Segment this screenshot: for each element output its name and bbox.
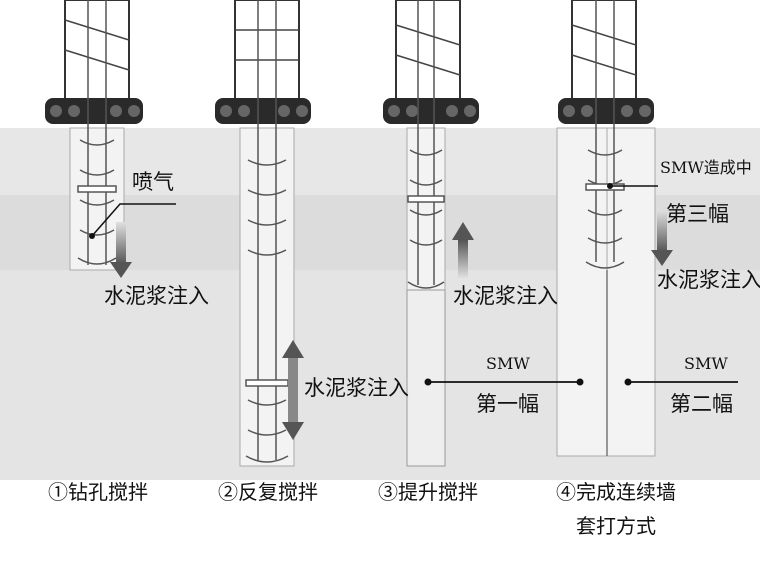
column-2 [239,127,295,467]
drill-rig-icon [215,0,311,124]
spray-leader-line [91,203,176,237]
column-3-lower [406,289,446,467]
step-1-caption: ①钻孔搅拌 [48,480,148,504]
slurry-label-4: 水泥浆注入 [657,268,760,292]
step-2-caption: ②反复搅拌 [218,480,318,504]
auger-icon [407,0,445,289]
second-panel-label: 第二幅 [670,392,733,416]
double-arrow-icon [282,340,304,440]
third-panel-label: 第三幅 [666,202,729,226]
auger-icon [585,0,625,269]
up-arrow-icon [452,222,474,278]
drill-rig-icon [45,0,143,124]
down-arrow-icon [110,222,132,278]
down-arrow-icon [651,210,673,266]
column-1 [69,127,125,271]
drill-rig-icon [558,0,654,124]
smw-label-1: SMW [486,354,530,373]
slurry-label-3: 水泥浆注入 [453,284,558,308]
step-4-caption-line-2: 套打方式 [576,514,656,538]
slurry-label-1: 水泥浆注入 [104,284,209,308]
step-4-caption: ④完成连续墙 [556,480,676,504]
spray-label: 喷气 [132,170,174,194]
column-4-left [556,127,608,457]
first-panel-label: 第一幅 [476,392,539,416]
drill-rig-icon [383,0,479,124]
step-3-caption: ③提升搅拌 [378,480,478,504]
smw-label-2: SMW [684,354,728,373]
smw-making-label: SMW造成中 [660,158,752,177]
slurry-label-2: 水泥浆注入 [304,376,409,400]
